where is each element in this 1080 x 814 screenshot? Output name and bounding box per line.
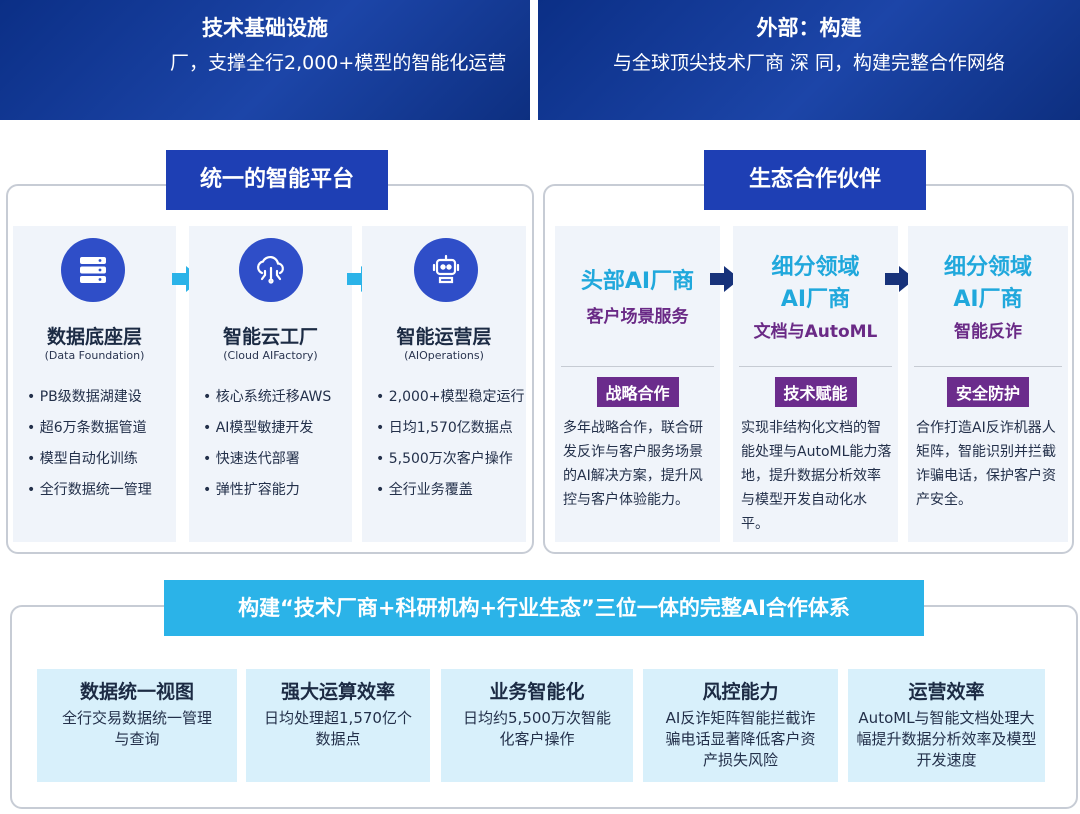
platform-column-ai-operations: 智能运营层 (AIOperations) 2,000+模型稳定运行 日均1,57… (362, 226, 526, 542)
benefit-description: 全行交易数据统一管理与查询 (61, 709, 212, 748)
list-item: 2,000+模型稳定运行 (376, 382, 525, 413)
partner-subtitle: 文档与AutoML (753, 322, 878, 342)
benefit-description: AI反诈矩阵智能拦截诈骗电话显著降低客户资产损失风险 (665, 709, 816, 769)
banner-internal-title: 技术基础设施 (202, 16, 328, 40)
partner-subtitle: 智能反诈 (954, 322, 1022, 342)
banner-external-desc: 与全球顶尖技术厂商 深 同，构建完整合作网络 (612, 52, 1006, 74)
partner-title: AI厂商 (953, 287, 1023, 312)
partner-column-anti-fraud: 细分领域 AI厂商 智能反诈 安全防护 合作打造AI反诈机器人矩阵，智能识别并拦… (908, 226, 1068, 542)
partner-description: 多年战略合作，联合研发反诈与客户服务场景的AI解决方案，提升风控与客户体验能力。 (563, 420, 703, 508)
partner-column-document-automl: 细分领域 AI厂商 文档与AutoML 技术赋能 实现非结构化文档的智能处理与A… (733, 226, 898, 542)
divider (914, 366, 1062, 367)
column-list: 2,000+模型稳定运行 日均1,570亿数据点 5,500万次客户操作 全行业… (376, 382, 525, 506)
column-subtitle: (Cloud AIFactory) (223, 349, 318, 362)
database-icon (61, 238, 125, 302)
system-panel-title: 构建“技术厂商+科研机构+行业生态”三位一体的完整AI合作体系 (164, 580, 924, 636)
list-item: 全行业务覆盖 (376, 475, 522, 506)
platform-panel-title: 统一的智能平台 (166, 150, 388, 210)
partner-tag: 技术赋能 (774, 377, 857, 407)
benefit-card: 运营效率 AutoML与智能文档处理大幅提升数据分析效率及模型开发速度 (848, 669, 1045, 782)
column-title: 智能云工厂 (222, 326, 318, 348)
ecosystem-panel-title: 生态合作伙伴 (704, 150, 926, 210)
partner-description: 实现非结构化文档的智能处理与AutoML能力落地，提升数据分析效率与模型开发自动… (741, 420, 892, 532)
list-item: 超6万条数据管道 (27, 413, 172, 444)
column-subtitle: (AIOperations) (404, 349, 484, 362)
list-item: 5,500万次客户操作 (376, 444, 522, 475)
banner-internal-desc: 厂，支撑全行2,000+模型的智能化运营 (170, 52, 507, 74)
partner-title: 头部AI厂商 (580, 269, 695, 294)
cloud-network-icon (239, 238, 303, 302)
partner-column-leading-ai: 头部AI厂商 客户场景服务 战略合作 多年战略合作，联合研发反诈与客户服务场景的… (555, 226, 720, 542)
list-item: PB级数据湖建设 (27, 382, 172, 413)
benefit-description: AutoML与智能文档处理大幅提升数据分析效率及模型开发速度 (856, 709, 1037, 769)
banner-external-title: 外部：构建 (756, 16, 862, 40)
partner-title: AI厂商 (780, 287, 851, 312)
column-list: PB级数据湖建设 超6万条数据管道 模型自动化训练 全行数据统一管理 (27, 382, 172, 506)
platform-column-data-foundation: 数据底座层 (Data Foundation) PB级数据湖建设 超6万条数据管… (13, 226, 176, 542)
benefit-title: 数据统一视图 (79, 681, 194, 703)
column-list: 核心系统迁移AWS AI模型敏捷开发 快速迭代部署 弹性扩容能力 (203, 382, 348, 506)
benefit-card: 业务智能化 日均约5,500万次智能化客户操作 (441, 669, 633, 782)
list-item: 弹性扩容能力 (203, 475, 348, 506)
list-item: 快速迭代部署 (203, 444, 348, 475)
partner-title: 细分领域 (771, 255, 860, 280)
list-item: 模型自动化训练 (27, 444, 172, 475)
column-title: 数据底座层 (46, 326, 142, 348)
benefit-description: 日均约5,500万次智能化客户操作 (463, 709, 611, 748)
robot-icon (414, 238, 478, 302)
benefit-title: 强大运算效率 (280, 681, 395, 703)
benefit-card: 强大运算效率 日均处理超1,570亿个数据点 (246, 669, 430, 782)
banner-external: 外部：构建 与全球顶尖技术厂商 深 同，构建完整合作网络 (538, 0, 1080, 120)
column-title: 智能运营层 (396, 326, 492, 348)
partner-title: 细分领域 (943, 255, 1032, 280)
partner-description: 合作打造AI反诈机器人矩阵，智能识别并拦截诈骗电话，保护客户资产安全。 (916, 420, 1056, 508)
list-item: 日均1,570亿数据点 (376, 413, 522, 444)
benefit-title: 风控能力 (702, 681, 779, 703)
platform-column-cloud-factory: 智能云工厂 (Cloud AIFactory) 核心系统迁移AWS AI模型敏捷… (189, 226, 352, 542)
list-item: 核心系统迁移AWS (203, 382, 348, 413)
list-item: 全行数据统一管理 (27, 475, 172, 506)
column-subtitle: (Data Foundation) (44, 349, 145, 362)
benefit-card: 风控能力 AI反诈矩阵智能拦截诈骗电话显著降低客户资产损失风险 (643, 669, 838, 782)
divider (739, 366, 892, 367)
partner-subtitle: 客户场景服务 (586, 307, 689, 327)
banner-internal: 技术基础设施 厂，支撑全行2,000+模型的智能化运营 (0, 0, 530, 120)
partner-tag: 安全防护 (946, 377, 1030, 407)
benefit-title: 业务智能化 (489, 681, 585, 703)
divider (561, 366, 714, 367)
partner-tag: 战略合作 (596, 377, 679, 407)
benefit-description: 日均处理超1,570亿个数据点 (264, 709, 412, 748)
benefit-title: 运营效率 (908, 681, 985, 703)
benefit-card: 数据统一视图 全行交易数据统一管理与查询 (37, 669, 237, 782)
list-item: AI模型敏捷开发 (203, 413, 348, 444)
